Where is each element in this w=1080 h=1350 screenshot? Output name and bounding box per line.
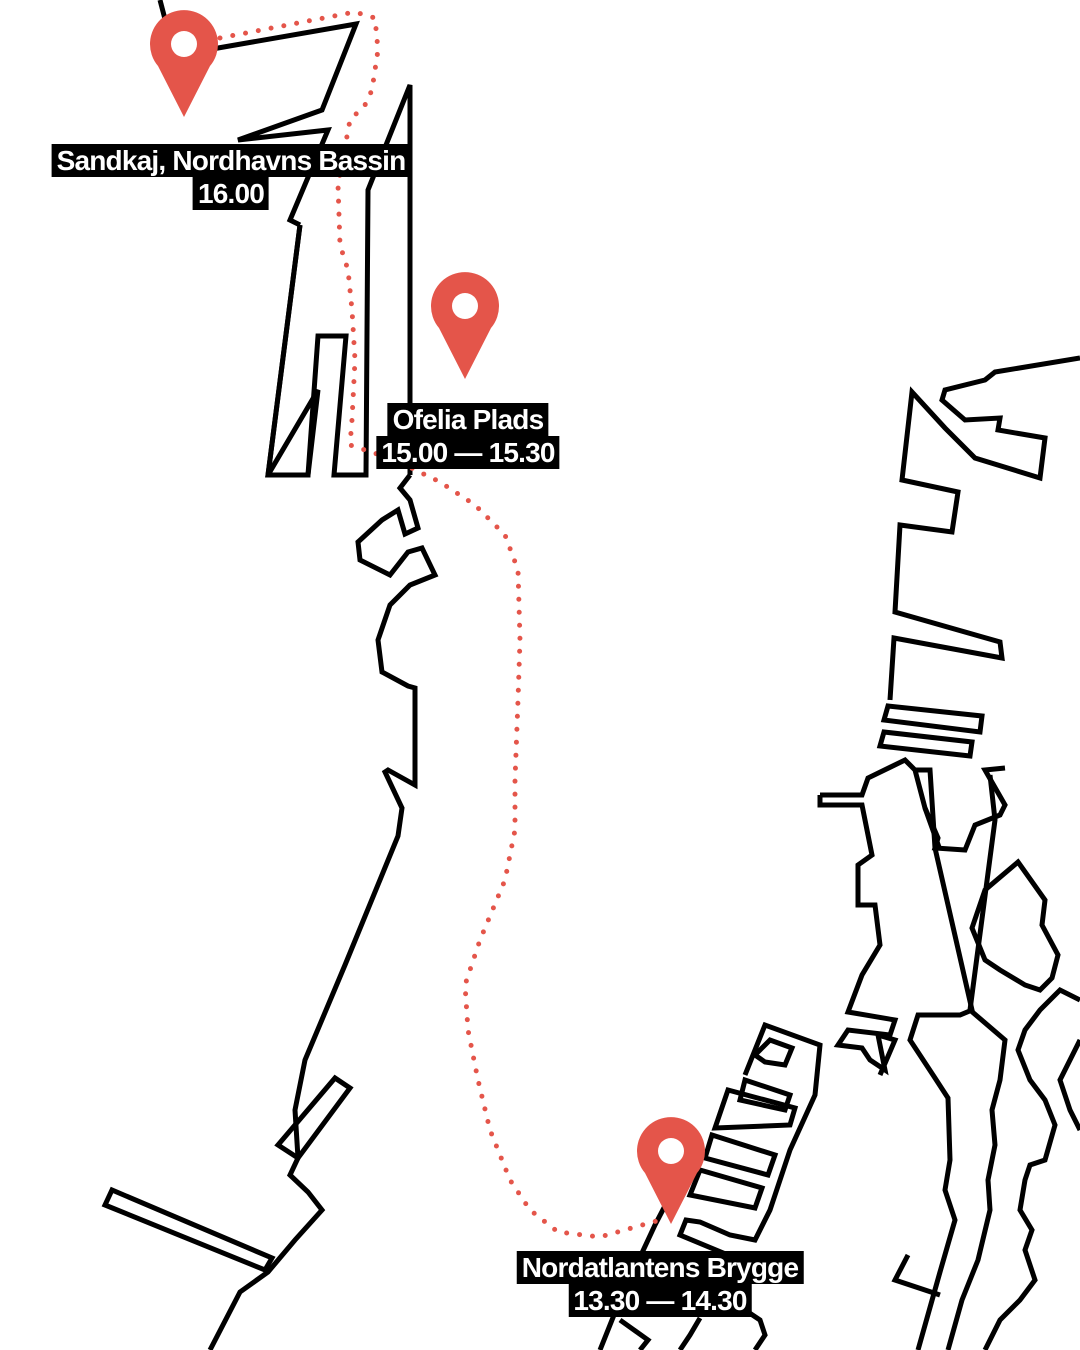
- coastline: [101, 0, 1080, 1350]
- map-pin-icon: [150, 10, 218, 117]
- stop-time: 13.30 — 14.30: [568, 1284, 752, 1317]
- pin-hole: [658, 1138, 684, 1164]
- stop-label-sandkaj: Sandkaj, Nordhavns Bassin 16.00: [51, 144, 411, 210]
- pin-hole: [171, 31, 197, 57]
- boat-route: [217, 9, 663, 1240]
- stop-label-ofelia-plads: Ofelia Plads 15.00 — 15.30: [376, 403, 560, 469]
- stop-label-nordatlantens-brygge: Nordatlantens Brygge 13.30 — 14.30: [516, 1251, 804, 1317]
- pin-hole: [452, 293, 478, 319]
- stop-time: 15.00 — 15.30: [376, 436, 560, 469]
- map-pin-icon: [431, 272, 499, 379]
- stop-pin-nordatlantens-brygge[interactable]: [637, 1117, 705, 1224]
- stop-name: Ofelia Plads: [387, 403, 549, 436]
- map-pin-icon: [637, 1117, 705, 1224]
- stop-name: Sandkaj, Nordhavns Bassin: [51, 144, 411, 177]
- stop-pin-ofelia-plads[interactable]: [431, 272, 499, 379]
- stop-time: 16.00: [192, 177, 270, 210]
- stop-name: Nordatlantens Brygge: [516, 1251, 804, 1284]
- stop-pin-sandkaj[interactable]: [150, 10, 218, 117]
